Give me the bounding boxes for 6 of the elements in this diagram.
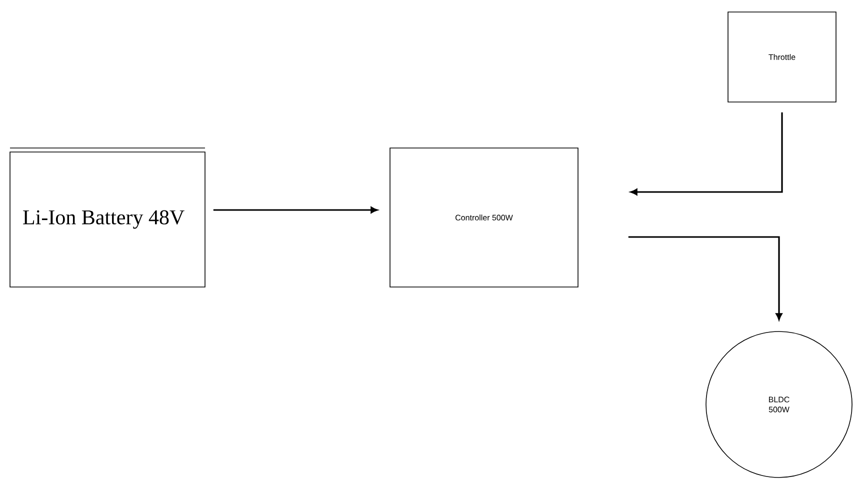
controller-box: Controller 500W [390, 148, 578, 288]
arrow [213, 206, 378, 214]
arrow [628, 236, 782, 320]
battery-box: Li-Ion Battery 48V [10, 148, 206, 288]
throttle-box: Throttle [728, 12, 836, 102]
arrow [630, 112, 783, 196]
